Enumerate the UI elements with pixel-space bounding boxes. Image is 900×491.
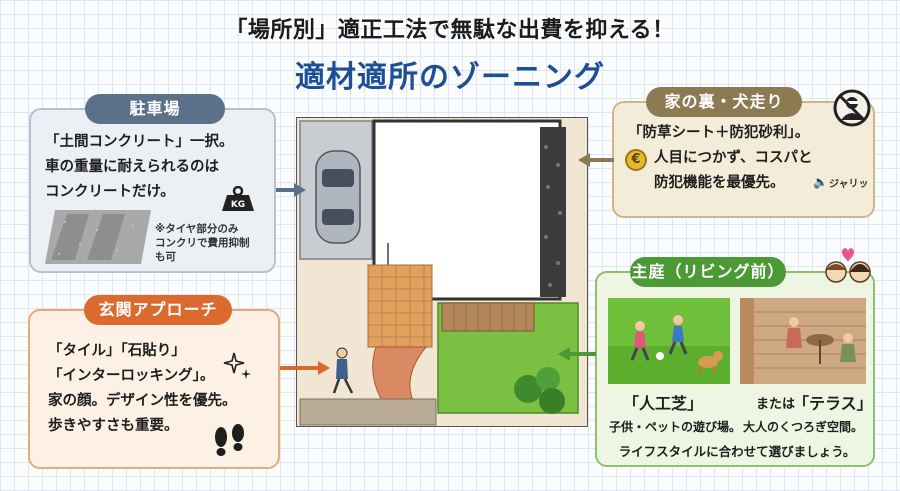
euro-coin-icon: €: [625, 149, 647, 171]
speaker-icon: 🔈: [813, 175, 828, 189]
arrow-approach: [280, 361, 330, 375]
approach-description: 「タイル」「石貼り」 「インターロッキング」。 家の顔。デザイン性を優先。 歩き…: [48, 339, 237, 439]
plan-back-gravel: [540, 127, 566, 297]
back-line-2: 人目につかず、コスパと: [654, 150, 813, 166]
gravel-sound-text: ジャリッ: [829, 179, 869, 190]
back-area-description: 「防草シート＋防犯砂利」。 人目につかず、コスパと 防犯機能を最優先。: [628, 121, 812, 196]
no-thief-icon: [833, 89, 871, 127]
arrow-back: [578, 153, 614, 167]
parking-note-line-2: コンクリで費用抑制: [155, 237, 250, 249]
concrete-slab-image: [45, 210, 151, 264]
weight-kg-icon: KG: [222, 186, 254, 211]
approach-card: 玄関アプローチ 「タイル」「石貼り」 「インターロッキング」。 家の顔。デザイン…: [28, 295, 280, 469]
turf-description: 子供・ペットの遊び場。: [609, 420, 742, 434]
main-garden-label: 主庭（リビング前）: [630, 257, 786, 287]
terrace-label: 「テラス」: [793, 394, 873, 413]
parking-line-3: コンクリートだけ。: [45, 184, 175, 200]
page-title: 「場所別」適正工法で無駄な出費を抑える！: [225, 18, 675, 43]
parking-note-line-1: ※タイヤ部分のみ: [155, 223, 239, 235]
parking-label: 駐車場: [85, 94, 225, 124]
approach-line-1: 「タイル」「石貼り」: [48, 343, 186, 359]
parking-line-2: 車の重量に耐えられるのは: [45, 159, 219, 175]
terrace-description: 大人のくつろぎ空間。: [743, 420, 864, 434]
weight-kg-text: KG: [231, 200, 245, 210]
footprints-icon: [215, 424, 244, 456]
parking-note-line-3: も可: [155, 251, 176, 263]
page-subtitle: 適材適所のゾーニング: [295, 60, 605, 95]
terrace-image: [740, 298, 866, 384]
plan-wood-deck: [441, 302, 535, 332]
back-area-label: 家の裏・犬走り: [646, 87, 802, 117]
parking-description: 「土間コンクリート」一択。 車の重量に耐えられるのは コンクリートだけ。: [45, 130, 234, 205]
back-line-1: 「防草シート＋防犯砂利」。: [628, 125, 810, 141]
approach-line-4: 歩きやすさも重要。: [48, 418, 179, 434]
approach-line-3: 家の顔。デザイン性を優先。: [48, 393, 237, 409]
car-icon: [315, 150, 361, 244]
plan-approach-tiles: [367, 264, 433, 348]
main-garden-card: 主庭（リビング前） 「人工芝」 または 「テラス」 子供・ペットの遊: [595, 257, 875, 467]
approach-line-2: 「インターロッキング」。: [48, 368, 215, 384]
walking-person-icon: [332, 347, 354, 394]
family-faces-icon: [825, 248, 871, 283]
garden-footer-text: ライフスタイルに合わせて選びましょう。: [618, 444, 856, 459]
or-connector: または: [756, 397, 796, 412]
back-line-3: 防犯機能を最優先。: [654, 175, 785, 191]
plan-shrub-icon: [514, 367, 565, 414]
sparkle-icon: [223, 352, 251, 379]
plan-stone-edge: [299, 398, 437, 426]
parking-line-1: 「土間コンクリート」一択。: [45, 134, 234, 150]
parking-note: ※タイヤ部分のみ コンクリで費用抑制 も可: [155, 222, 250, 264]
artificial-turf-image: [608, 298, 730, 384]
arrow-garden: [558, 347, 596, 361]
parking-card: 駐車場 「土間コンクリート」一択。 車の重量に耐えられるのは コンクリートだけ。…: [29, 94, 276, 273]
approach-label: 玄関アプローチ: [84, 295, 232, 325]
back-area-card: 家の裏・犬走り 「防草シート＋防犯砂利」。 人目につかず、コスパと 防犯機能を最…: [612, 87, 875, 218]
turf-label: 「人工芝」: [623, 394, 704, 413]
site-plan-illustration: [296, 117, 588, 427]
arrow-parking: [276, 183, 306, 197]
heart-icon: [842, 248, 854, 262]
